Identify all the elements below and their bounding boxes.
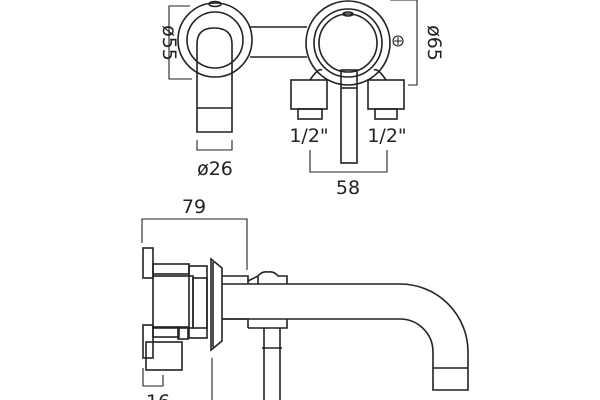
side-view: 79 16 [141,196,469,400]
screw-icon [392,35,404,47]
wall-flange [210,257,223,352]
top-view: ø55 ø26 ø65 1/2" 1/2" 58 [158,0,445,199]
dim-inlet-left: 1/2" [289,125,328,147]
lever-handle-side [262,328,282,400]
dim-escutcheon-diameter: ø55 [158,25,180,61]
inlet-valves [290,68,405,120]
dim-handle-plate-diameter: ø65 [423,25,445,61]
connecting-body [250,26,307,58]
dim-inlet-right: 1/2" [367,125,406,147]
dim-depth: 79 [182,196,206,218]
dim-wall-offset: 16 [146,391,170,400]
spout-side [222,271,469,391]
lever-handle [340,69,358,164]
dim-spout-diameter: ø26 [197,158,233,180]
dim-inlet-spacing: 58 [336,177,360,199]
valve-body [142,247,208,371]
spout-top [196,27,233,133]
handle-plate [305,0,404,86]
escutcheon-left [177,0,253,78]
